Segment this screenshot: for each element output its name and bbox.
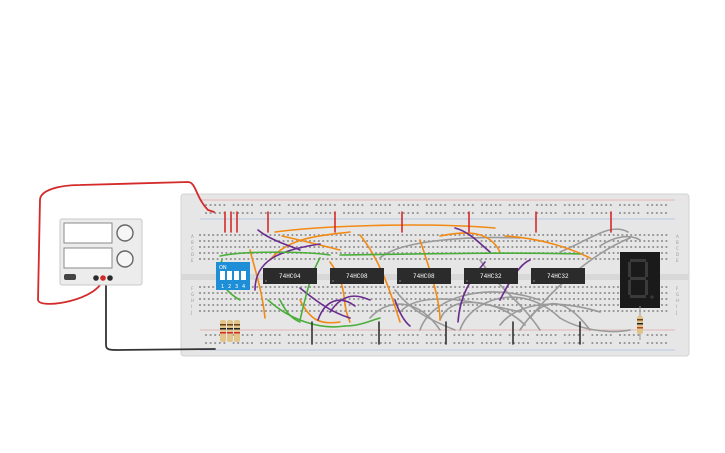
row-labels-right: A B C D E F G H I J — [675, 234, 679, 315]
supply-negative-wire[interactable] — [105, 277, 216, 351]
row-letter-b-right: B — [676, 240, 679, 245]
display-digit — [628, 259, 654, 299]
row-letter-g: G — [191, 292, 194, 297]
dip-number-4: 4 — [242, 284, 245, 290]
dip-toggle-4[interactable] — [241, 271, 246, 280]
row-labels-left: A B C D E F G H I J — [190, 234, 194, 315]
current-display — [63, 247, 113, 269]
dip-toggle-3[interactable] — [234, 271, 239, 280]
dip-number-3: 3 — [235, 284, 238, 290]
dip-number-2: 2 — [228, 284, 231, 290]
terminal-negative[interactable] — [107, 275, 113, 281]
row-letter-j-right: J — [675, 310, 677, 315]
row-letter-f-right: F — [676, 286, 679, 291]
terminal-positive-red[interactable] — [100, 275, 106, 281]
chip-5-label: 74HC32 — [547, 273, 569, 280]
chip-3[interactable]: 74HC08 — [397, 268, 451, 284]
dip-toggle-1[interactable] — [220, 271, 225, 280]
row-letter-e: E — [191, 258, 194, 263]
row-letter-g-right: G — [676, 292, 679, 297]
power-supply[interactable] — [59, 218, 143, 286]
chip-4[interactable]: 74HC32 — [464, 268, 518, 284]
row-letter-h: H — [191, 298, 194, 303]
terminal-positive[interactable] — [93, 275, 99, 281]
row-letter-h-right: H — [676, 298, 679, 303]
seven-segment-display[interactable] — [620, 252, 660, 308]
chip-2[interactable]: 74HC08 — [330, 268, 384, 284]
chip-1-label: 74HC04 — [279, 273, 301, 280]
row-letter-c-right: C — [676, 246, 679, 251]
voltage-display — [63, 222, 113, 244]
chip-3-label: 74HC08 — [413, 273, 435, 280]
dip-toggle-2[interactable] — [227, 271, 232, 280]
dip-number-1: 1 — [221, 284, 224, 290]
row-letter-d: D — [191, 252, 194, 257]
row-letter-i: I — [191, 304, 192, 309]
row-letter-a-right: A — [676, 234, 679, 239]
dip-switch[interactable]: ON 1 2 3 4 — [216, 262, 250, 290]
red-rail-jumpers[interactable] — [224, 211, 612, 233]
row-letter-c: C — [191, 246, 194, 251]
chip-1[interactable]: 74HC04 — [263, 268, 317, 284]
current-knob-icon[interactable] — [116, 250, 134, 268]
supply-positive-wire[interactable] — [37, 181, 215, 305]
gray-wires[interactable] — [369, 228, 641, 333]
black-rail-jumpers[interactable] — [311, 321, 581, 345]
row-letter-f: F — [191, 286, 194, 291]
row-letter-d-right: D — [676, 252, 679, 257]
row-letter-j: J — [190, 310, 192, 315]
row-letter-b: B — [191, 240, 194, 245]
chip-4-label: 74HC32 — [480, 273, 502, 280]
chip-5[interactable]: 74HC32 — [531, 268, 585, 284]
row-letter-e-right: E — [676, 258, 679, 263]
display-resistor[interactable] — [637, 306, 643, 340]
green-wires[interactable] — [218, 251, 581, 328]
purple-wires[interactable] — [254, 227, 531, 327]
chip-2-label: 74HC08 — [346, 273, 368, 280]
voltage-knob-icon[interactable] — [116, 224, 134, 242]
dip-on-label: ON — [219, 265, 227, 271]
row-letter-a: A — [191, 234, 194, 239]
power-switch[interactable] — [64, 274, 76, 280]
row-letter-i-right: I — [676, 304, 677, 309]
pull-down-resistors[interactable] — [220, 320, 240, 342]
